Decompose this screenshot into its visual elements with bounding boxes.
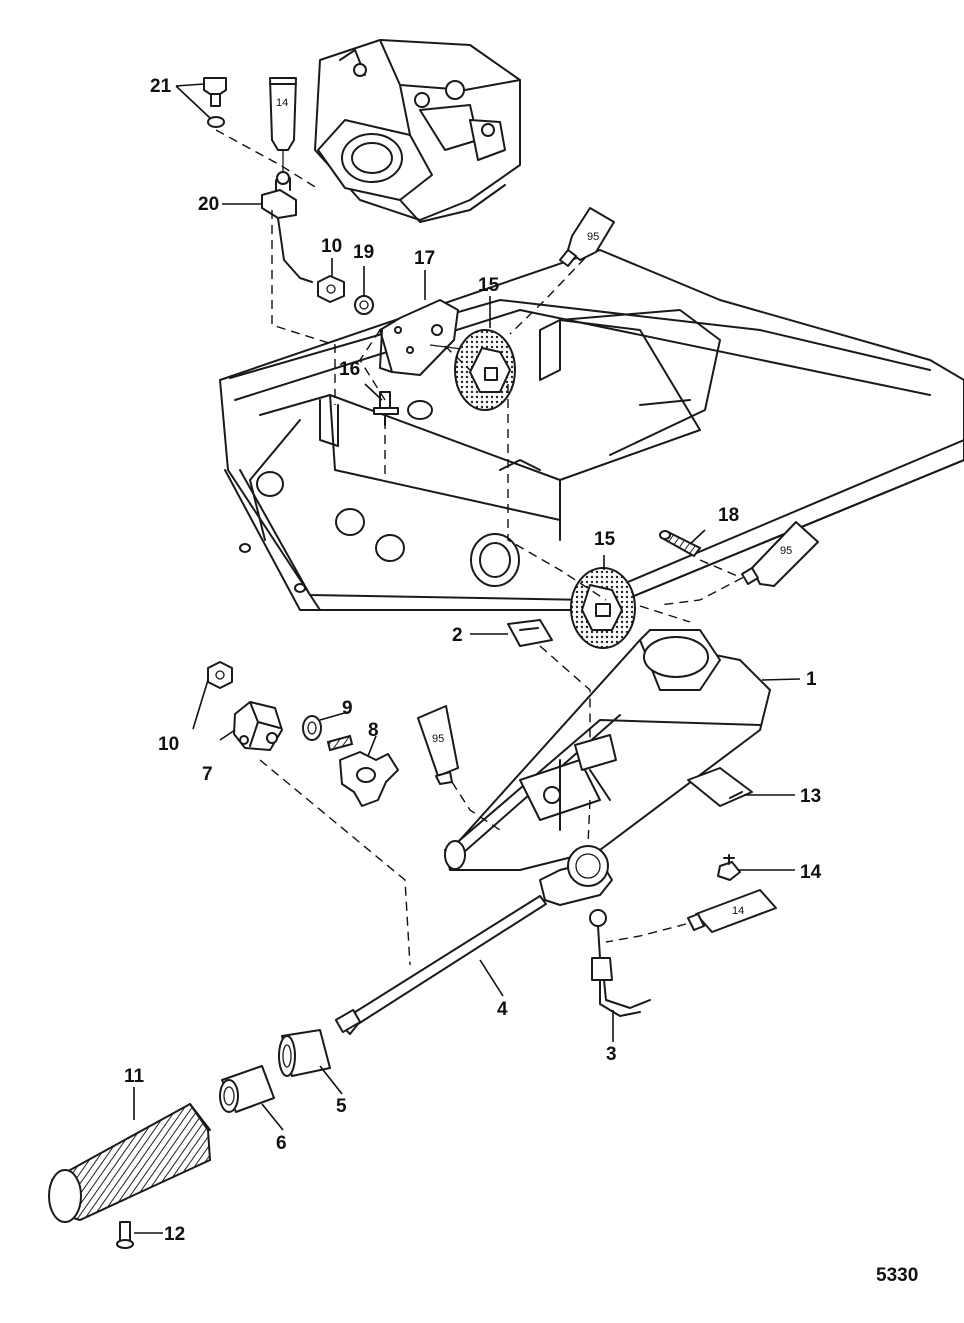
part-1-tiller-handle (444, 629, 771, 871)
tube-label: 14 (276, 97, 288, 109)
callout-20: 20 (198, 194, 219, 215)
callout-10-top: 10 (321, 236, 342, 257)
callout-12: 12 (164, 1224, 185, 1245)
part-7-bracket (233, 701, 283, 751)
reference-dashed-lines (215, 129, 744, 966)
callout-14: 14 (800, 862, 822, 883)
callout-11: 11 (124, 1066, 145, 1087)
part-4-throttle-cable (334, 845, 613, 1035)
carburetor (314, 39, 521, 223)
part-11-twist-grip (48, 1102, 212, 1223)
part-5-bushing (278, 1029, 331, 1077)
sealant-tube-95-middle: 95 (417, 705, 459, 785)
tube-label: 95 (432, 733, 444, 745)
tube-label: 95 (587, 231, 599, 243)
part-20-cable-clamp (261, 171, 313, 283)
part-19-washer (354, 295, 374, 315)
part-13-plate (687, 767, 753, 807)
callout-3: 3 (606, 1044, 617, 1065)
part-10-nut-top (317, 275, 345, 303)
part-8-friction-knob (326, 734, 399, 807)
callout-19: 19 (353, 242, 374, 263)
callout-1: 1 (806, 669, 817, 690)
callout-13: 13 (800, 786, 821, 807)
callout-numbers: 21 20 10 19 17 15 16 18 15 2 1 9 8 10 7 … (124, 76, 822, 1245)
callout-9: 9 (342, 698, 353, 719)
callout-7: 7 (202, 764, 213, 785)
figure-number: 5330 (876, 1265, 918, 1286)
sealant-tube-14-lower: 14 (687, 889, 777, 933)
callout-16: 16 (339, 359, 360, 380)
callout-10-lower: 10 (158, 734, 179, 755)
part-2-clip (507, 619, 553, 647)
bottom-cowl-housing (219, 249, 964, 611)
callout-15-upper: 15 (478, 275, 500, 296)
tube-label: 95 (780, 545, 792, 557)
callout-21: 21 (150, 76, 172, 97)
callout-15-lower: 15 (594, 529, 616, 550)
part-3-stop-switch-lanyard (589, 909, 651, 1017)
callout-18: 18 (718, 505, 739, 526)
part-14-screw (717, 854, 741, 881)
tube-label: 14 (732, 905, 744, 917)
part-17-throttle-plate (379, 299, 471, 376)
part-10-nut-lower (207, 661, 233, 689)
part-15-gear-upper (454, 329, 516, 411)
part-6-sleeve (219, 1065, 275, 1113)
sealant-tube-14-top: 14 (269, 77, 297, 172)
part-15-gear-lower (570, 567, 636, 649)
callout-4: 4 (497, 999, 508, 1020)
callout-8: 8 (368, 720, 379, 741)
callout-6: 6 (276, 1133, 287, 1154)
callout-5: 5 (336, 1096, 347, 1117)
part-12-screw (116, 1221, 134, 1249)
callout-2: 2 (452, 625, 463, 646)
leader-lines (133, 83, 801, 1234)
callout-17: 17 (414, 248, 435, 269)
part-9-washer (302, 715, 322, 741)
part-21-bolt-and-washer (203, 77, 227, 128)
sealant-tube-95-right: 95 (741, 521, 819, 587)
part-18-set-screw (659, 530, 702, 558)
sealant-tube-95-upper: 95 (559, 207, 615, 267)
